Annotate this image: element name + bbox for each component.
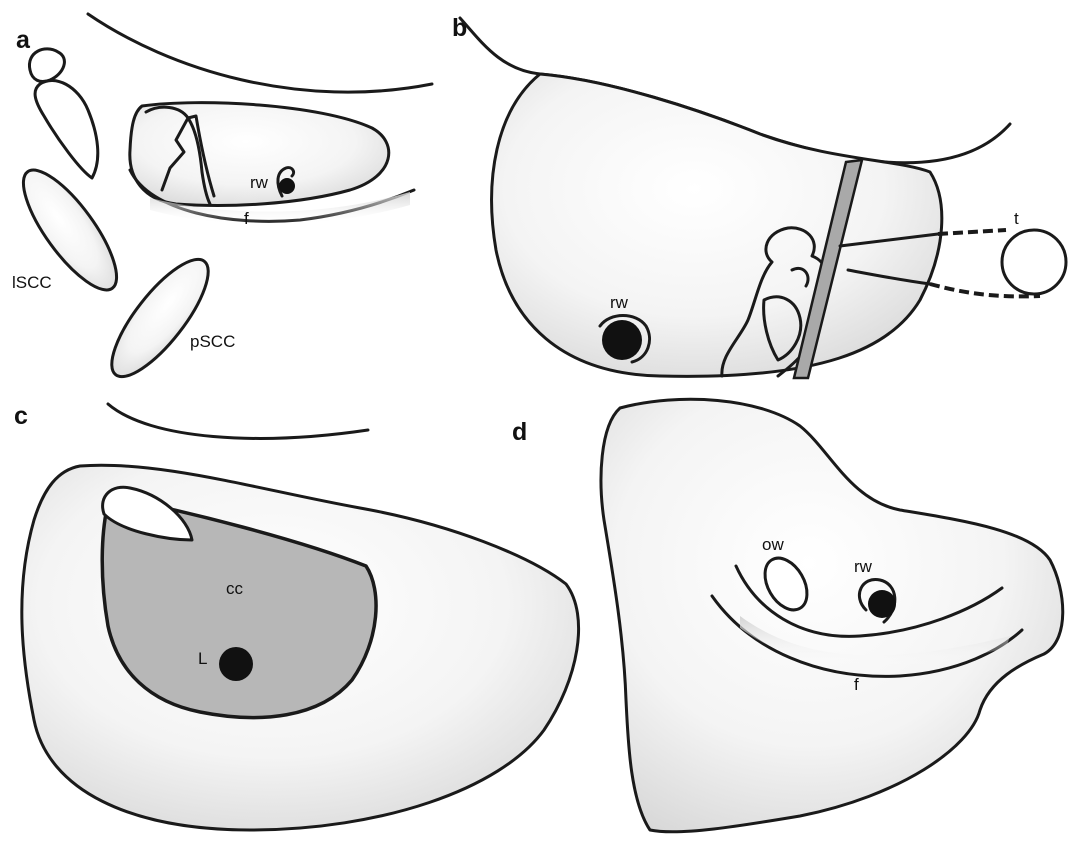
panel-b-t-circle	[1002, 230, 1066, 294]
panel-a-letter: a	[16, 26, 31, 54]
panel-c: c cc L	[14, 402, 579, 830]
panel-a-ossicle-lower	[35, 80, 98, 178]
panel-d: d ow rw f	[512, 399, 1063, 832]
panel-d-letter: d	[512, 418, 527, 446]
panel-d-round-window	[868, 590, 896, 618]
panel-c-top-arc	[108, 404, 368, 438]
panel-b-cavity	[492, 74, 942, 376]
panel-c-cc-label: cc	[226, 579, 244, 598]
panel-a-f-label: f	[244, 209, 249, 228]
panel-d-ow-label: ow	[762, 535, 784, 554]
panel-d-f-label: f	[854, 675, 859, 694]
panel-b-round-window	[602, 320, 642, 360]
panel-a: a rw f lSCC pSCC	[8, 14, 432, 390]
panel-b-dash-upper	[938, 230, 1006, 234]
panel-c-L-label: L	[198, 649, 207, 668]
panel-d-outer	[601, 399, 1063, 832]
panel-a-pscc-label: pSCC	[190, 332, 235, 351]
panel-a-round-window	[279, 178, 295, 194]
panel-a-ossicle-upper	[29, 49, 64, 82]
panel-d-rw-label: rw	[854, 557, 873, 576]
panel-b: b t rw	[452, 14, 1066, 378]
panel-b-rw-label: rw	[610, 293, 629, 312]
panel-a-top-arc	[88, 14, 432, 92]
panel-c-L-marker	[219, 647, 253, 681]
panel-a-lscc-label: lSCC	[12, 273, 52, 292]
panel-b-t-label: t	[1014, 209, 1019, 228]
panel-c-letter: c	[14, 402, 28, 430]
panel-a-rw-label: rw	[250, 173, 269, 192]
